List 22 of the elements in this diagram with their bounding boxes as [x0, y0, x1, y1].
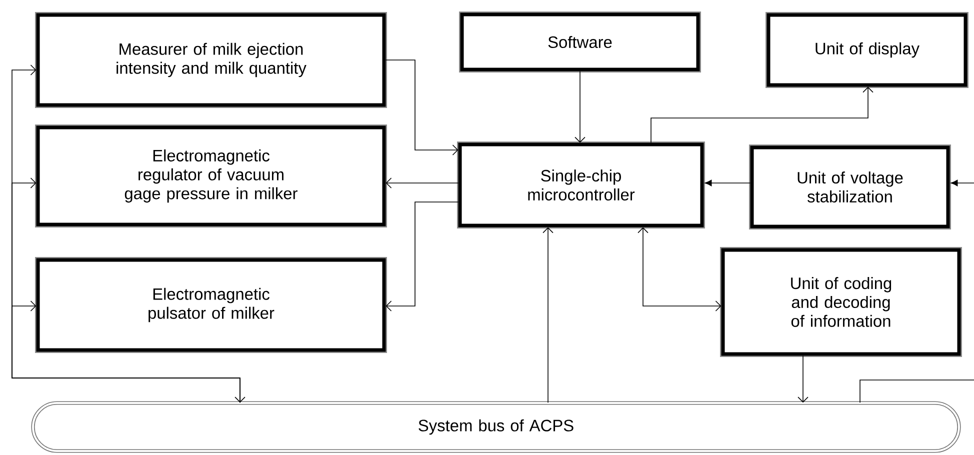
arrow: [386, 202, 459, 312]
connector-line: [860, 380, 974, 403]
block-box: Unit of coding and decoding of information: [720, 247, 962, 357]
arrow: [798, 355, 808, 403]
block-box: Measurer of milk ejection intensity and milk quantity: [35, 12, 387, 108]
arrow: [950, 180, 974, 186]
arrow: [12, 300, 240, 403]
block-box: Unit of display: [766, 12, 968, 88]
arrow: [704, 180, 751, 186]
bus-band: System bus of ACPS: [31, 401, 961, 453]
block-box: Unit of voltage stabilization: [749, 144, 951, 230]
arrow: [385, 60, 458, 156]
block-box: Single-chip microcontroller: [457, 142, 705, 228]
arrow: [638, 227, 722, 312]
arrow: [386, 178, 459, 188]
arrow: [542, 227, 554, 403]
block-box: Electromagnetic pulsator of milker: [35, 257, 387, 353]
arrow: [650, 86, 874, 144]
block-box: Software: [459, 12, 701, 72]
arrow: [574, 70, 586, 143]
block-box: Electromagnetic regulator of vacuum gage pressure in milker: [35, 124, 387, 228]
arrow: [12, 64, 246, 403]
